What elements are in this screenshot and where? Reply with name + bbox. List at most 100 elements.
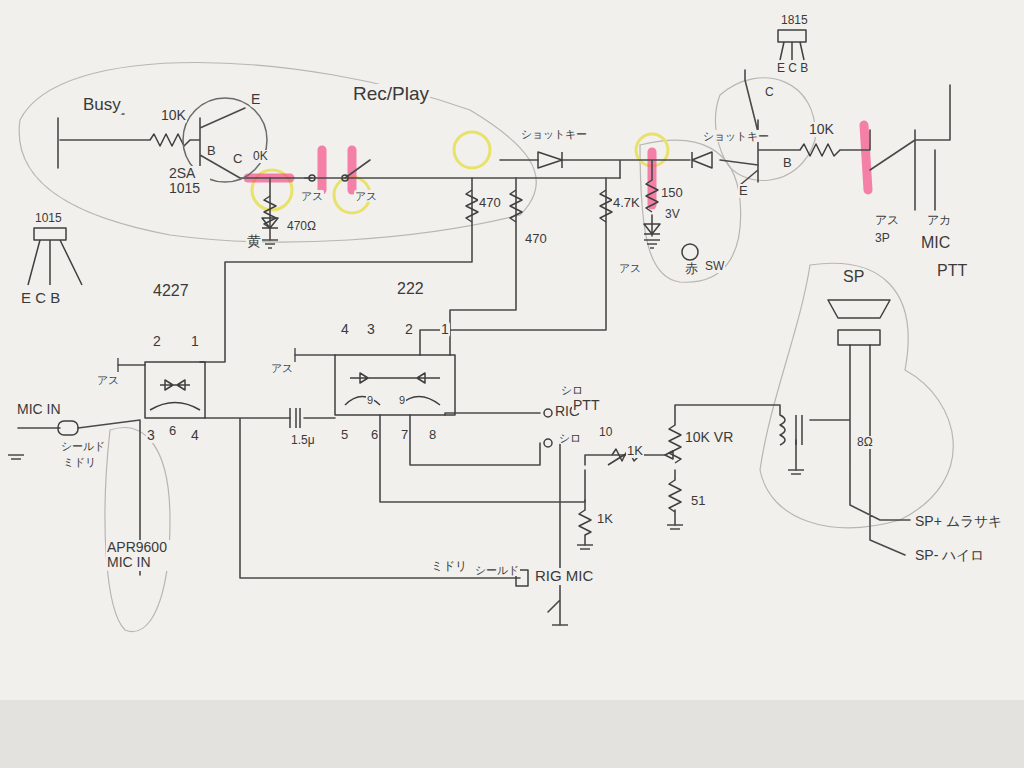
schematic-label: Busy bbox=[82, 96, 122, 115]
pink-mark bbox=[318, 150, 327, 190]
schematic-label: APR9600 MIC IN bbox=[106, 540, 192, 571]
capacitor-symbol bbox=[290, 408, 300, 428]
schematic-label: 1K bbox=[596, 512, 614, 526]
wire bbox=[380, 413, 585, 502]
switch-symbol bbox=[682, 244, 698, 260]
relay-internals bbox=[345, 373, 440, 405]
wire bbox=[58, 108, 758, 178]
mic-jack bbox=[58, 421, 78, 435]
region-outline bbox=[760, 263, 953, 527]
schematic-label: 10 bbox=[598, 426, 613, 439]
wire bbox=[200, 178, 472, 362]
schematic-label: ミドリ bbox=[62, 456, 97, 468]
schematic-label: 10K VR bbox=[684, 430, 734, 445]
schematic-label: 9 bbox=[366, 394, 374, 406]
schematic-label: アカ bbox=[926, 214, 952, 227]
region-outline bbox=[19, 63, 536, 243]
schematic-label: ショットキー bbox=[702, 130, 770, 142]
schematic-label: 4 bbox=[190, 428, 200, 443]
schematic-label: C bbox=[764, 86, 775, 99]
resistor-symbol bbox=[579, 510, 591, 535]
resistor-symbol bbox=[646, 180, 658, 212]
relay-222 bbox=[335, 355, 455, 415]
schematic-label: E C B bbox=[776, 62, 809, 75]
resistor-symbol bbox=[800, 144, 840, 156]
schematic-label: 3V bbox=[664, 208, 681, 221]
schematic-label: シールド bbox=[474, 564, 520, 576]
schematic-label: 1 bbox=[190, 334, 200, 349]
ground-symbol bbox=[8, 348, 295, 459]
schematic-label: シロ bbox=[558, 432, 582, 444]
schematic-label: RIG MIC bbox=[534, 568, 594, 585]
schematic-label: 2 bbox=[152, 334, 162, 349]
wire bbox=[740, 70, 950, 210]
wiper-arrow bbox=[665, 451, 673, 459]
schematic-label: 9 bbox=[398, 394, 406, 406]
schematic-label: シールド bbox=[60, 440, 106, 452]
wire bbox=[500, 160, 690, 236]
schematic-label: 150 bbox=[660, 186, 684, 200]
pink-mark bbox=[864, 125, 868, 190]
schematic-label: 黄 bbox=[246, 234, 262, 249]
transformer bbox=[780, 415, 802, 445]
resistor-symbol bbox=[510, 190, 522, 222]
schematic-label: B bbox=[206, 144, 217, 158]
schematic-label: PTT bbox=[572, 398, 600, 413]
schematic-label: 1 bbox=[440, 322, 450, 337]
schematic-label: アス bbox=[874, 214, 900, 227]
switch-contact bbox=[309, 175, 315, 181]
schematic-label: 5 bbox=[340, 428, 349, 442]
schematic-label: 470 bbox=[478, 196, 502, 210]
schematic-label: 2SA 1015 bbox=[168, 166, 210, 197]
wire bbox=[450, 178, 516, 355]
schematic-label: SW bbox=[704, 260, 725, 273]
wire bbox=[420, 178, 606, 355]
wire bbox=[548, 440, 560, 625]
region-outlines bbox=[19, 63, 953, 632]
schematic-label: 470Ω bbox=[286, 220, 317, 233]
diode-symbol bbox=[692, 152, 712, 168]
schematic-label: アス bbox=[618, 262, 642, 274]
schematic-label: シロ bbox=[560, 384, 584, 396]
components bbox=[28, 30, 890, 586]
pink-marks bbox=[248, 125, 868, 205]
schematic-label: 8Ω bbox=[856, 436, 874, 449]
schematic-label: 4 bbox=[340, 322, 350, 337]
terminal bbox=[544, 439, 552, 447]
schematic-label: SP+ ムラサキ bbox=[914, 514, 1003, 529]
schematic-label: 1815 bbox=[780, 14, 809, 27]
schematic-label: 8 bbox=[428, 428, 437, 442]
resistor-symbol bbox=[150, 134, 190, 146]
wire bbox=[118, 355, 335, 365]
schematic-label: 6 bbox=[370, 428, 379, 442]
wire bbox=[585, 345, 910, 555]
schematic-label: アス bbox=[354, 190, 378, 202]
schematic-label: B bbox=[782, 156, 793, 170]
wires bbox=[18, 70, 950, 625]
schematic-label: SP- ハイロ bbox=[914, 548, 985, 563]
schematic-label: 7 bbox=[400, 428, 409, 442]
schematic-label: ショットキー bbox=[520, 128, 588, 140]
ground-symbol bbox=[262, 240, 278, 248]
relay-internals bbox=[150, 380, 200, 410]
schematic-label: 1.5μ bbox=[290, 434, 316, 447]
transistor-icon bbox=[778, 30, 806, 60]
highlights bbox=[248, 125, 868, 213]
schematic-label: 222 bbox=[396, 280, 425, 298]
schematic-label: MIC bbox=[920, 234, 951, 252]
schematic-label: アス bbox=[96, 374, 120, 386]
schematic-label: 2 bbox=[404, 322, 414, 337]
switch-contact bbox=[342, 175, 348, 181]
schematic-label: 0K bbox=[252, 150, 269, 163]
schematic-label: 3P bbox=[874, 232, 891, 245]
schematic-label: アス bbox=[270, 362, 294, 374]
schematic-label: SP bbox=[842, 268, 865, 286]
region-outline bbox=[105, 428, 170, 632]
schematic-label: 6 bbox=[168, 424, 177, 438]
resistor-symbol bbox=[466, 190, 478, 222]
schematic-label: 1015 bbox=[34, 212, 63, 225]
diode-symbol bbox=[538, 152, 562, 168]
led-symbol bbox=[644, 224, 660, 234]
schematic-label: ミドリ bbox=[430, 560, 468, 573]
